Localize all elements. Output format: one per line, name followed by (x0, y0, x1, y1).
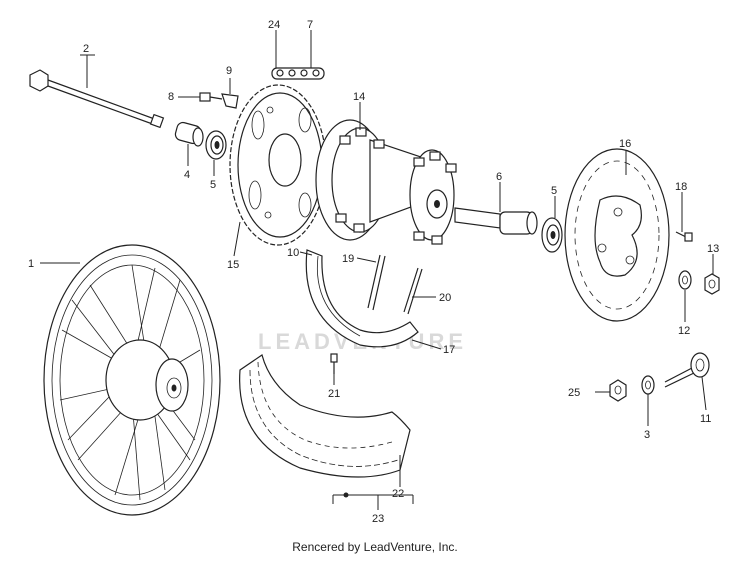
callout-24: 24 (268, 19, 280, 31)
chain-adjuster-part (664, 352, 710, 388)
spacer-part (174, 121, 204, 147)
sprocket-part (229, 84, 327, 246)
disc-bolt-part (675, 231, 693, 242)
callout-16: 16 (619, 138, 631, 150)
nut-part (704, 273, 720, 295)
callout-5-left: 5 (210, 179, 216, 191)
callout-15: 15 (227, 259, 239, 271)
callout-19: 19 (342, 253, 354, 265)
rim-lock-rods-part (367, 254, 423, 315)
callout-22: 22 (392, 488, 404, 500)
callout-2: 2 (83, 43, 89, 55)
callout-17: 17 (443, 344, 455, 356)
axle-washer-part (641, 375, 655, 395)
washer-part (678, 270, 692, 290)
callout-8: 8 (168, 91, 174, 103)
callout-18: 18 (675, 181, 687, 193)
rear-hub-part (315, 119, 457, 245)
callout-3: 3 (644, 429, 650, 441)
axle-sleeve-part (454, 207, 538, 235)
callout-14: 14 (353, 91, 365, 103)
leader-lines (40, 30, 714, 510)
valve-part (330, 353, 338, 374)
callout-21: 21 (328, 388, 340, 400)
lock-tab-part (221, 93, 239, 109)
bolt-part (199, 92, 223, 102)
callout-6: 6 (496, 171, 502, 183)
callout-10: 10 (287, 247, 299, 259)
rim-strip-part (305, 249, 419, 348)
credit-text: Rencered by LeadVenture, Inc. (292, 540, 458, 554)
callout-23: 23 (372, 513, 384, 525)
callout-11: 11 (700, 413, 711, 425)
callout-20: 20 (439, 292, 451, 304)
callout-4: 4 (184, 169, 190, 181)
callout-9: 9 (226, 65, 232, 77)
axle-nut-part (609, 379, 627, 402)
wheel-part (43, 244, 221, 516)
callout-1: 1 (28, 258, 34, 270)
callout-5-right: 5 (551, 185, 557, 197)
bearing-left-part (205, 130, 227, 160)
axle-part (29, 69, 165, 129)
callout-25: 25 (568, 387, 580, 399)
callout-7: 7 (307, 19, 313, 31)
brake-disc-part (564, 148, 670, 322)
callout-13: 13 (707, 243, 719, 255)
bearing-right-part (541, 217, 563, 253)
callout-labels: 1 2 3 4 5 5 6 7 8 9 10 11 12 13 14 15 16… (28, 19, 719, 525)
tire-part (239, 354, 411, 478)
callout-12: 12 (678, 325, 690, 337)
chain-part (271, 67, 325, 80)
